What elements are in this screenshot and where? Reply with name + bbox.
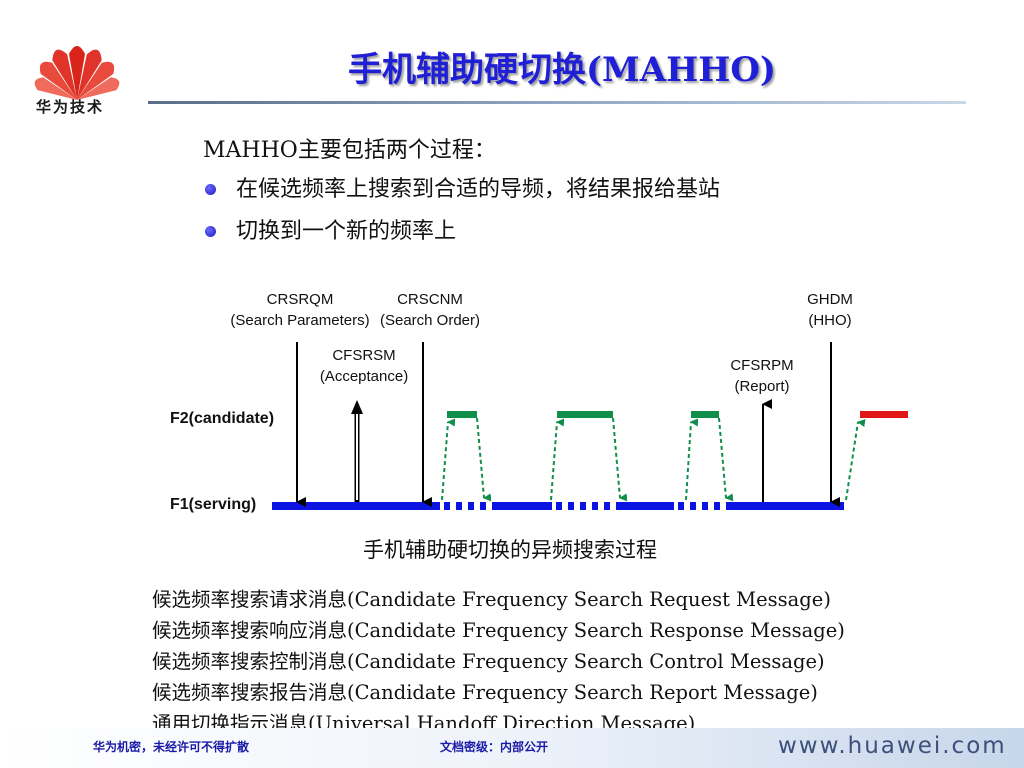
crscnm-label: CRSCNM	[397, 291, 463, 308]
logo-text: 华为技术	[36, 98, 105, 116]
legend-item: 候选频率搜索响应消息(Candidate Frequency Search Re…	[152, 619, 845, 642]
candidate-search-bursts	[441, 411, 866, 502]
new-frequency-line	[860, 411, 908, 418]
intro-text: MAHHO主要包括两个过程：	[203, 138, 496, 163]
footer-confidential: 华为机密，未经许可不得扩散	[93, 740, 250, 754]
footer-bar: 华为机密，未经许可不得扩散 文档密级：内部公开 www.huawei.com	[0, 728, 1024, 768]
cfsrpm-desc: (Report)	[734, 378, 789, 395]
bullet-dot-icon	[205, 226, 216, 237]
ghdm-label: GHDM	[807, 291, 853, 308]
hard-handoff-diagram: CRSRQM (Search Parameters) CFSRSM (Accep…	[170, 291, 908, 562]
bullet-list: 在候选频率上搜索到合适的导频，将结果报给基站 切换到一个新的频率上	[203, 174, 720, 258]
title-divider	[148, 101, 966, 104]
message-legend: 候选频率搜索请求消息(Candidate Frequency Search Re…	[152, 584, 845, 739]
f2-label: F2(candidate)	[170, 410, 274, 427]
legend-item: 候选频率搜索控制消息(Candidate Frequency Search Co…	[152, 650, 825, 673]
cfsrsm-label: CFSRSM	[332, 347, 395, 364]
crsrqm-desc: (Search Parameters)	[230, 312, 369, 329]
huawei-logo	[34, 46, 120, 100]
cfsrsm-arrow	[351, 400, 363, 502]
crsrqm-label: CRSRQM	[267, 291, 334, 308]
bullet-item: 切换到一个新的频率上	[203, 216, 720, 258]
footer-url: www.huawei.com	[778, 733, 1007, 759]
bullet-item: 在候选频率上搜索到合适的导频，将结果报给基站	[203, 174, 720, 216]
serving-frequency-line	[272, 502, 844, 510]
bullet-dot-icon	[205, 184, 216, 195]
crscnm-desc: (Search Order)	[380, 312, 480, 329]
footer-classification: 文档密级：内部公开	[440, 740, 549, 754]
cfsrsm-desc: (Acceptance)	[320, 368, 408, 385]
diagram-caption: 手机辅助硬切换的异频搜索过程	[363, 538, 657, 562]
cfsrpm-label: CFSRPM	[730, 357, 793, 374]
legend-item: 候选频率搜索报告消息(Candidate Frequency Search Re…	[152, 681, 818, 704]
f1-label: F1(serving)	[170, 496, 256, 513]
ghdm-desc: (HHO)	[808, 312, 851, 329]
legend-item: 候选频率搜索请求消息(Candidate Frequency Search Re…	[152, 588, 831, 611]
page-title: 手机辅助硬切换(MAHHO)	[347, 50, 777, 90]
